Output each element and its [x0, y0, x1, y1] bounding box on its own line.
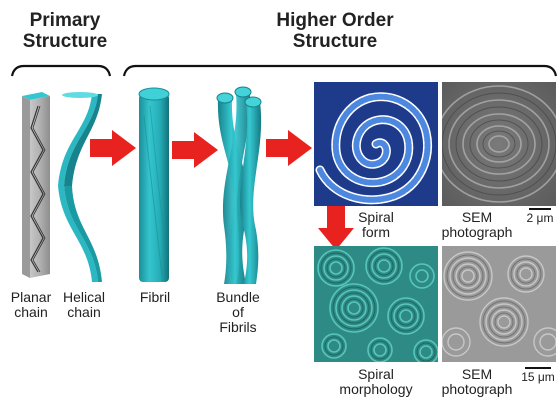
- bundle-caption-line1: Bundle: [206, 290, 270, 305]
- sem-photograph-2: [442, 246, 556, 362]
- sem-photograph-1-caption: SEM photograph: [432, 210, 522, 240]
- scale-bar-top-label: 2 μm: [524, 211, 556, 225]
- scale-bar-top: 2 μm: [524, 208, 556, 225]
- arrow-right-3: [266, 130, 312, 166]
- sem2-caption-line1: SEM: [432, 367, 522, 382]
- spiral-morphology-caption-line1: Spiral: [326, 367, 426, 382]
- arrow-right-1: [90, 130, 136, 166]
- scale-bar-top-line: [529, 208, 551, 210]
- spiral-form-caption: Spiral form: [346, 210, 406, 240]
- sem2-caption-line2: photograph: [432, 382, 522, 397]
- scale-bar-bottom-line: [525, 367, 551, 369]
- helical-caption-line1: Helical: [56, 290, 112, 305]
- fibril-caption: Fibril: [130, 290, 180, 305]
- spiral-form-image: [314, 82, 438, 206]
- higher-order-bracket: [124, 66, 556, 76]
- spiral-form-caption-line2: form: [346, 225, 406, 240]
- fibril-caption-line1: Fibril: [130, 290, 180, 305]
- sem1-caption-line1: SEM: [432, 210, 522, 225]
- bundle-caption-line3: Fibrils: [206, 320, 270, 335]
- scale-bar-bottom: 15 μm: [518, 367, 558, 384]
- bundle-caption: Bundle of Fibrils: [206, 290, 270, 335]
- planar-caption-line1: Planar: [6, 290, 56, 305]
- helical-chain-caption: Helical chain: [56, 290, 112, 320]
- bundle-of-fibrils-illustration: [210, 80, 266, 286]
- spiral-morphology-image: [314, 246, 438, 362]
- sem1-caption-line2: photograph: [432, 225, 522, 240]
- bundle-caption-line2: of: [206, 305, 270, 320]
- helical-chain-illustration: [58, 90, 104, 286]
- arrow-down: [318, 206, 354, 250]
- sem-photograph-2-caption: SEM photograph: [432, 367, 522, 397]
- planar-chain-illustration: [16, 92, 50, 282]
- fibril-illustration: [136, 86, 172, 286]
- planar-caption-line2: chain: [6, 305, 56, 320]
- spiral-form-caption-line1: Spiral: [346, 210, 406, 225]
- spiral-morphology-caption: Spiral morphology: [326, 367, 426, 397]
- planar-chain-caption: Planar chain: [6, 290, 56, 320]
- scale-bar-bottom-label: 15 μm: [518, 370, 558, 384]
- sem-photograph-1: [442, 82, 556, 206]
- spiral-morphology-caption-line2: morphology: [326, 382, 426, 397]
- helical-caption-line2: chain: [56, 305, 112, 320]
